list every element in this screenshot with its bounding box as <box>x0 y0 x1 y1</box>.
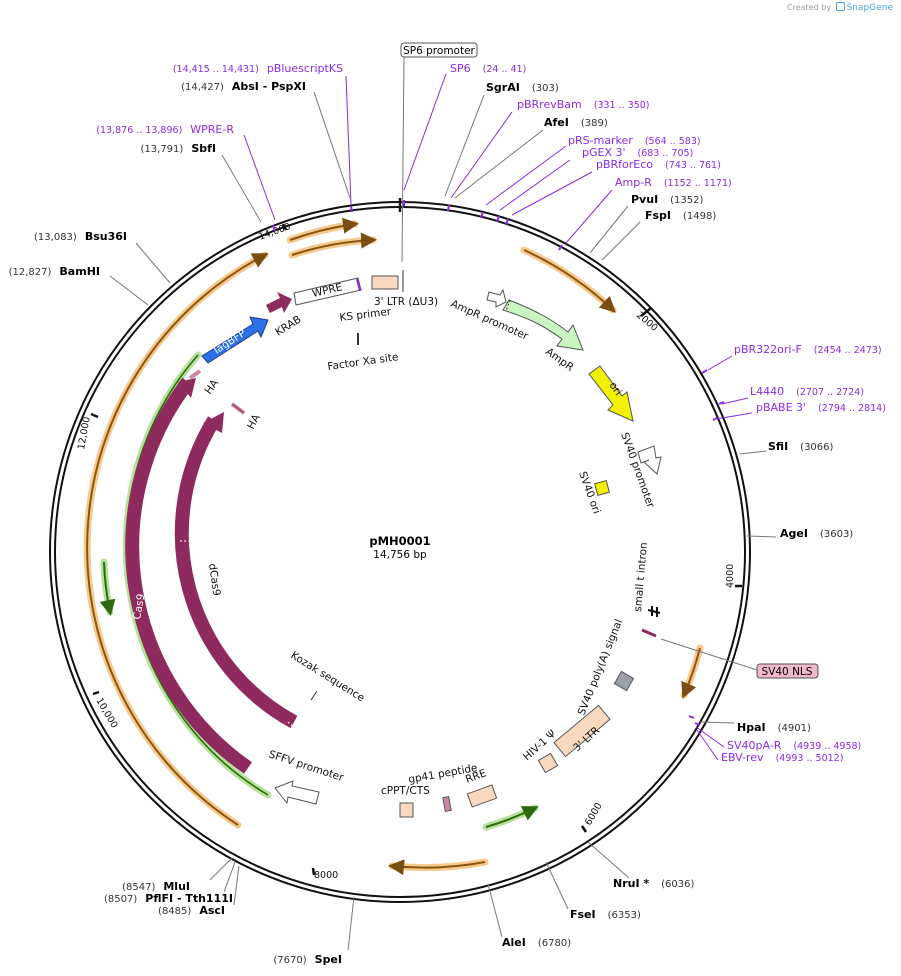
ampr-promoter-arrow <box>486 288 507 308</box>
cas9-arc <box>125 377 253 774</box>
hiv-psi-box <box>537 752 559 774</box>
gp41-box <box>442 796 452 812</box>
snapgene-credit: Created by SnapGene <box>787 2 893 13</box>
feature-label-ks-primer: KS primer <box>339 306 393 324</box>
site-label-bamhi: (12,827)BamHI <box>9 265 100 278</box>
primer-label-sv40pa-r: SV40pA-R(4939 .. 4958) <box>727 739 861 752</box>
ori-arrow <box>588 365 634 422</box>
feature-label-ha-1: HA <box>203 377 222 397</box>
rre-box <box>466 784 498 808</box>
primer-label-pbrrevbam: pBRrevBam(331 .. 350) <box>517 98 650 111</box>
feature-label-sffv: SFFV promoter <box>267 748 346 784</box>
site-label-tth111i: (8507)PflFI - Tth111I <box>104 892 233 905</box>
primer-label-ebv-rev: EBV-rev(4993 .. 5012) <box>721 751 843 764</box>
site-label-asci: (8485)AscI <box>158 904 225 917</box>
feature-label-ha-2: HA <box>245 412 263 432</box>
dcas9-arc <box>174 416 298 729</box>
cppt-box <box>399 802 414 818</box>
primer-label-pgex3: pGEX 3'(683 .. 705) <box>582 146 693 159</box>
feature-label-cas9: Cas9 <box>131 593 147 621</box>
tick-marks <box>90 198 742 876</box>
feature-label-kozak: Kozak sequence <box>288 649 366 704</box>
site-label-bsu36i: (13,083)Bsu36I <box>34 230 127 243</box>
snapgene-logo-icon <box>835 2 845 11</box>
primer-label-pbluescriptks: (14,415 .. 14,431)pBluescriptKS <box>173 62 343 75</box>
sv40-promoter-arrow <box>637 445 662 475</box>
ha-tag-marks <box>188 369 246 415</box>
site-label-alei: AleI(6780) <box>502 936 571 949</box>
ltr-du3-box <box>371 275 399 290</box>
site-label-mlui: (8547)MluI <box>122 880 190 893</box>
feature-label-sv40-polya: SV40 poly(A) signal <box>576 618 626 718</box>
plasmid-size: 14,756 bp <box>373 549 427 561</box>
site-label-sgrai: SgrAI(303) <box>486 81 559 94</box>
site-label-sfii: SfiI(3066) <box>768 440 834 453</box>
sp6-promoter-box <box>400 42 478 58</box>
primer-label-pbrforeco: pBRforEco(743 .. 761) <box>596 158 721 171</box>
primer-label-amp-r: Amp-R(1152 .. 1171) <box>615 176 732 189</box>
ampr-arrow <box>502 299 584 351</box>
feature-label-small-t-intron: small t intron <box>632 542 650 612</box>
primer-label-pbabe3: pBABE 3'(2794 .. 2814) <box>756 401 886 414</box>
site-label-sbfi: (13,791)SbfI <box>141 142 216 155</box>
tick-label: 10,000 <box>93 696 119 730</box>
feature-label-factor-xa: Factor Xa site <box>327 351 399 373</box>
primer-label-wpre-r: (13,876 .. 13,896)WPRE-R <box>96 123 234 136</box>
orf-arcs <box>83 217 704 876</box>
feature-label-tagbfp: TagBFP <box>209 327 248 358</box>
credit-brand: SnapGene <box>846 3 893 13</box>
primer-label-pbr322ori: pBR322ori-F(2454 .. 2473) <box>734 343 882 356</box>
tick-label: 12,000 <box>76 416 93 451</box>
feature-label-ltr-du3: 3' LTR (ΔU3) <box>374 296 438 308</box>
sv40-ori-box <box>594 480 610 496</box>
sp6-promoter-label: SP6 promoter <box>403 45 475 57</box>
primer-label-l4440: L4440(2707 .. 2724) <box>750 385 864 398</box>
site-label-afei: AfeI(389) <box>544 116 608 129</box>
sv40-nls-box <box>756 663 819 679</box>
site-label-spei: (7670)SpeI <box>273 953 342 966</box>
connector-lines <box>109 73 777 951</box>
site-label-fspi: FspI(1498) <box>645 209 716 222</box>
sffv-promoter-arrow <box>274 780 320 805</box>
site-label-nrui: NruI *(6036) <box>613 877 694 890</box>
site-label-hpai: HpaI(4901) <box>737 721 811 734</box>
cas9-arrowhead <box>178 378 196 398</box>
tick-label: 6000 <box>583 801 605 827</box>
site-label-fsei: FseI(6353) <box>570 908 641 921</box>
tick-label: 8000 <box>314 870 338 881</box>
dcas9-arrowhead <box>203 412 224 433</box>
primer-label-prs-marker: pRS-marker(564 .. 583) <box>568 134 701 147</box>
tick-label: 4000 <box>725 564 736 588</box>
primer-label-sp6: SP6(24 .. 41) <box>450 62 526 75</box>
sv40-polya-box <box>613 670 635 692</box>
feature-label-ampr: AmpR <box>543 346 575 374</box>
feature-label-krab: KRAB <box>273 313 303 338</box>
primer-ticks <box>272 200 725 726</box>
sv40-nls-label: SV40 NLS <box>762 666 813 678</box>
restriction-sites: SgrAI(303) AfeI(389) PvuI(1352) FspI(149… <box>9 80 854 966</box>
plasmid-name: pMH0001 <box>369 534 430 548</box>
small-t-intron-mark <box>647 606 661 617</box>
primer-labels: SP6(24 .. 41) pBRrevBam(331 .. 350) pRS-… <box>96 62 886 764</box>
site-label-agei: AgeI(3603) <box>780 527 853 540</box>
feature-label-sv40-promoter: SV40 promoter <box>618 431 657 510</box>
site-label-absi: (14,427)AbsI - PspXI <box>181 80 306 93</box>
wpre-arrow <box>293 277 362 306</box>
tagbfp-arrow <box>201 316 269 364</box>
feature-label-cppt: cPPT/CTS <box>381 785 430 797</box>
site-label-pvui: PvuI(1352) <box>631 193 704 206</box>
krab-arrow <box>266 292 292 313</box>
credit-prefix: Created by <box>787 3 832 12</box>
ltr3-box <box>553 704 611 758</box>
feature-label-dcas9: dCas9 <box>206 563 222 597</box>
